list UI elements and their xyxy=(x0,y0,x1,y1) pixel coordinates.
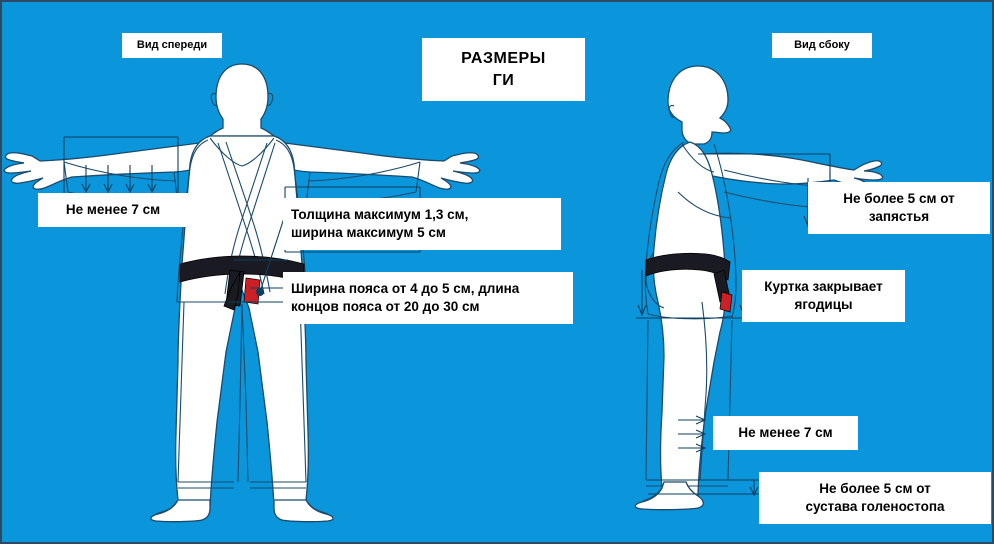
front-foot-right xyxy=(273,499,334,523)
page-title: РАЗМЕРЫ ГИ xyxy=(422,38,585,102)
side-belt-tip-red xyxy=(719,291,733,313)
side-foot xyxy=(634,481,704,511)
front-belt-measure xyxy=(228,259,288,303)
front-arm-left xyxy=(3,141,209,190)
side-head xyxy=(667,65,732,145)
front-sleeve-edge-right xyxy=(307,161,421,182)
label-sleeve-front: Не менее 7 см xyxy=(38,193,188,228)
side-view-figure xyxy=(634,65,884,511)
side-belt xyxy=(645,252,731,281)
front-sleeve-hem-left xyxy=(63,161,69,193)
label-ankle-distance: Не более 5 см от сустава голеностопа xyxy=(759,472,991,525)
side-jacket-outline xyxy=(644,141,737,319)
label-belt-dimensions: Ширина пояса от 4 до 5 см, длина концов … xyxy=(283,272,573,325)
label-wrist-distance: Не более 5 см от запястья xyxy=(808,182,990,235)
label-lapel-thickness: Толщина максимум 1,3 см, ширина максимум… xyxy=(283,198,561,251)
side-jacket-hem xyxy=(647,313,733,320)
front-ear-left xyxy=(210,92,218,106)
side-chest-line xyxy=(677,191,731,219)
label-jacket-length: Куртка закрывает ягодицы xyxy=(742,270,905,323)
front-collar xyxy=(209,137,275,167)
front-sleeve-measure xyxy=(63,136,179,199)
side-pants-outline xyxy=(645,319,733,487)
side-arm xyxy=(701,152,884,190)
front-foot-left xyxy=(150,499,211,523)
side-collar xyxy=(681,143,715,173)
side-leg-front-line xyxy=(699,301,708,481)
label-pant-side: Не менее 7 см xyxy=(713,416,858,451)
view-label-front: Вид спереди xyxy=(122,33,222,58)
front-sleeve-edge-left xyxy=(63,161,177,182)
front-head xyxy=(208,63,276,137)
view-label-side: Вид сбоку xyxy=(772,33,872,58)
front-belt-tip-red xyxy=(243,277,261,305)
side-ankle-measure xyxy=(648,479,762,497)
side-pant-measure xyxy=(678,415,707,453)
front-ear-right xyxy=(266,92,274,106)
side-ear xyxy=(668,104,676,118)
front-belt-tail-left xyxy=(223,271,241,311)
front-arm-right xyxy=(275,141,481,190)
